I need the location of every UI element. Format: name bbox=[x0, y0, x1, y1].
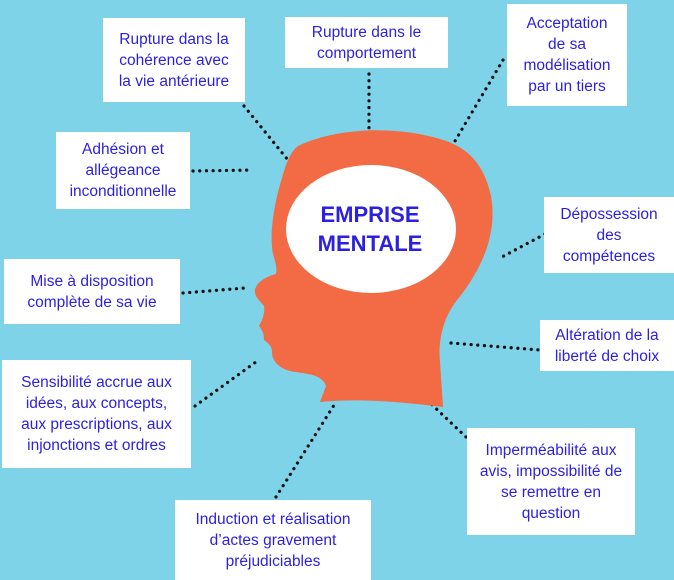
center-title: EMPRISE MENTALE bbox=[317, 202, 423, 256]
node-rupture-coherence: Rupture dans la cohérence avec la vie an… bbox=[103, 18, 245, 102]
connector-impermeabilite-avis bbox=[425, 398, 468, 439]
connector-alteration-liberte bbox=[449, 341, 542, 352]
node-alteration-liberte: Altération de la liberté de choix bbox=[540, 320, 674, 371]
node-depossession-competences: Dépossession des compétences bbox=[544, 197, 674, 273]
node-adhesion-allegeance: Adhésion et allégeance inconditionnelle bbox=[56, 132, 190, 209]
node-acceptation-modelisation: Acceptation de sa modélisation par un ti… bbox=[507, 4, 627, 106]
connector-acceptation-modelisation bbox=[453, 58, 505, 143]
connector-depossession-competences bbox=[498, 232, 547, 260]
connector-mise-a-disposition bbox=[181, 286, 247, 295]
connector-sensibilite-accrue bbox=[193, 357, 262, 408]
node-induction-actes: Induction et réalisation d’actes graveme… bbox=[175, 500, 371, 580]
connector-rupture-coherence bbox=[242, 104, 294, 167]
connector-adhesion-allegeance bbox=[191, 168, 255, 173]
center-bubble bbox=[286, 165, 456, 293]
node-mise-a-disposition: Mise à disposition complète de sa vie bbox=[4, 259, 180, 324]
node-rupture-comportement: Rupture dans le comportement bbox=[285, 17, 448, 68]
node-impermeabilite-avis: Imperméabilité aux avis, impossibilité d… bbox=[467, 428, 635, 535]
connector-induction-actes bbox=[274, 400, 338, 499]
node-sensibilite-accrue: Sensibilité accrue aux idées, aux concep… bbox=[2, 360, 191, 468]
connector-lines bbox=[181, 58, 547, 499]
